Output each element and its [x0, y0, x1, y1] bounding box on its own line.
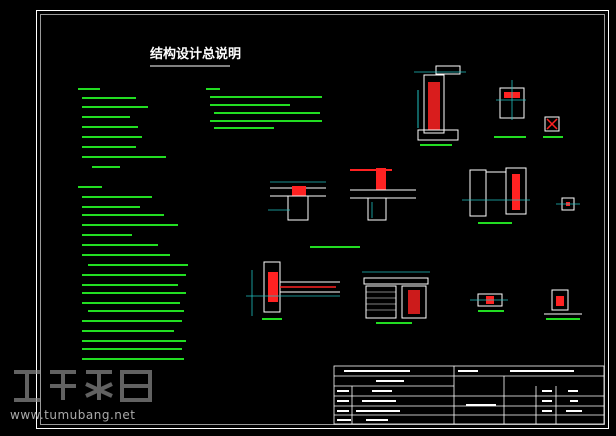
detail-lower-right-a	[470, 293, 508, 312]
sheet-inner-frame	[40, 14, 605, 425]
detail-column-section	[414, 65, 466, 146]
sheet-outer-frame	[36, 10, 609, 429]
detail-lower-right-b	[544, 289, 582, 320]
watermark-logo-icon	[14, 370, 152, 402]
drawing-title: 结构设计总说明	[150, 47, 242, 62]
detail-column-beam-connection	[246, 261, 340, 320]
general-notes-right-column	[206, 88, 322, 129]
detail-wall-slab	[462, 167, 530, 224]
detail-beam-red-marker	[350, 168, 416, 221]
detail-brick-pier	[362, 271, 430, 324]
watermark-logo	[10, 364, 156, 404]
general-notes-left-column	[78, 88, 188, 360]
title-block	[333, 365, 605, 425]
detail-beam-joint-middle	[268, 181, 326, 221]
caption-middle	[310, 246, 360, 248]
watermark-url: www.tumubang.net	[10, 408, 136, 422]
detail-beam-section-small	[494, 80, 526, 138]
detail-small-right	[556, 197, 580, 211]
detail-small-square	[543, 116, 563, 138]
title-block-text	[337, 370, 582, 421]
